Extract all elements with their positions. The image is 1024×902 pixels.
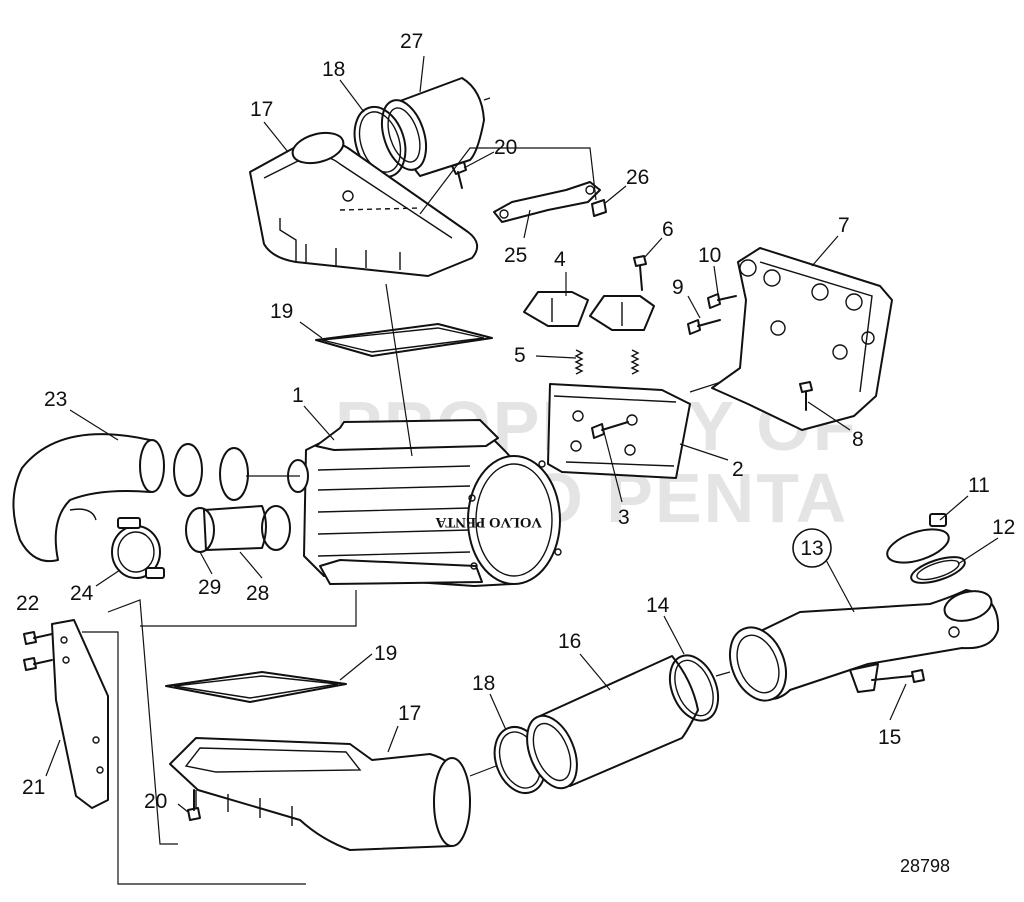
part-5-springs bbox=[574, 349, 640, 375]
callout-5: 5 bbox=[514, 344, 526, 367]
callout-10: 10 bbox=[698, 244, 721, 267]
callout-15: 15 bbox=[878, 726, 901, 749]
part-14-oring bbox=[668, 654, 720, 722]
callout-21: 21 bbox=[22, 776, 45, 799]
part-17-lower-housing bbox=[169, 737, 471, 851]
part-9-bolt bbox=[687, 319, 721, 335]
callout-19-top: 19 bbox=[270, 300, 293, 323]
part-6-bolt bbox=[633, 255, 647, 291]
callout-26: 26 bbox=[626, 166, 649, 189]
part-13-elbow bbox=[729, 589, 1000, 702]
callout-4: 4 bbox=[554, 248, 566, 271]
callout-16: 16 bbox=[558, 630, 581, 653]
part-20-bolt-top bbox=[451, 161, 467, 189]
callout-18-top: 18 bbox=[322, 58, 345, 81]
callout-labels: 1 2 3 4 5 6 7 8 9 10 11 12 13 14 15 16 1… bbox=[16, 30, 1015, 813]
leader-21 bbox=[82, 631, 306, 885]
part-28-29-connector bbox=[185, 505, 291, 553]
callout-8: 8 bbox=[852, 428, 864, 451]
callout-14: 14 bbox=[646, 594, 670, 617]
part-2-plate bbox=[547, 383, 691, 479]
part-22-bolts bbox=[23, 631, 53, 671]
callout-19-bottom: 19 bbox=[374, 642, 397, 665]
part-1-intercooler: VOLVO PENTA bbox=[287, 419, 562, 587]
part-7-engine-bracket bbox=[711, 247, 893, 431]
part-23-hose bbox=[12, 433, 165, 562]
leader-17-25 bbox=[419, 147, 597, 215]
part-16-pipe bbox=[526, 655, 699, 790]
part-11-clamp bbox=[886, 513, 950, 564]
leader-14-13 bbox=[715, 671, 731, 677]
part-19-gasket-top bbox=[315, 323, 493, 357]
part-26-bolt bbox=[591, 199, 607, 217]
part-27-pipe bbox=[380, 77, 491, 177]
part-12-oring bbox=[910, 556, 966, 584]
part-8-bolt bbox=[799, 381, 813, 411]
figure-number: 28798 bbox=[900, 856, 950, 876]
cooler-logo: VOLVO PENTA bbox=[435, 514, 542, 530]
callout-25: 25 bbox=[504, 244, 527, 267]
part-15-bolt bbox=[871, 669, 925, 683]
leader-1-lower bbox=[140, 590, 357, 627]
part-18-oring-top bbox=[353, 105, 407, 179]
callout-22: 22 bbox=[16, 592, 39, 615]
callout-11: 11 bbox=[968, 474, 990, 497]
part-21-support bbox=[51, 619, 109, 809]
part-20-bolt-lower bbox=[187, 789, 201, 821]
callout-13-circle: 13 bbox=[792, 528, 832, 568]
part-24-clamps bbox=[111, 443, 249, 579]
callout-29: 29 bbox=[198, 576, 221, 599]
part-25-bracket bbox=[493, 181, 601, 223]
callout-24: 24 bbox=[70, 582, 94, 605]
callout-23: 23 bbox=[44, 388, 67, 411]
leader-17-1 bbox=[385, 283, 413, 457]
callout-9: 9 bbox=[672, 276, 684, 299]
callout-12: 12 bbox=[992, 516, 1015, 539]
part-4-clamps bbox=[523, 291, 655, 331]
callout-13: 13 bbox=[800, 537, 823, 560]
callout-27: 27 bbox=[400, 30, 423, 53]
callout-17-top: 17 bbox=[250, 98, 273, 121]
callout-17-bottom: 17 bbox=[398, 702, 421, 725]
callout-18-bottom: 18 bbox=[472, 672, 495, 695]
leader-17-18 bbox=[469, 765, 497, 777]
callout-1: 1 bbox=[292, 384, 304, 407]
callout-28: 28 bbox=[246, 582, 269, 605]
callout-3: 3 bbox=[618, 506, 630, 529]
callout-20-top: 20 bbox=[494, 136, 517, 159]
callout-7: 7 bbox=[838, 214, 850, 237]
callout-20-bottom: 20 bbox=[144, 790, 167, 813]
part-17-upper-housing bbox=[249, 131, 479, 277]
callout-6: 6 bbox=[662, 218, 674, 241]
part-10-bolt bbox=[707, 293, 737, 309]
part-19-gasket-lower bbox=[165, 671, 347, 703]
callout-leaders bbox=[45, 55, 999, 813]
leader-21b bbox=[107, 599, 178, 845]
callout-2: 2 bbox=[732, 458, 744, 481]
